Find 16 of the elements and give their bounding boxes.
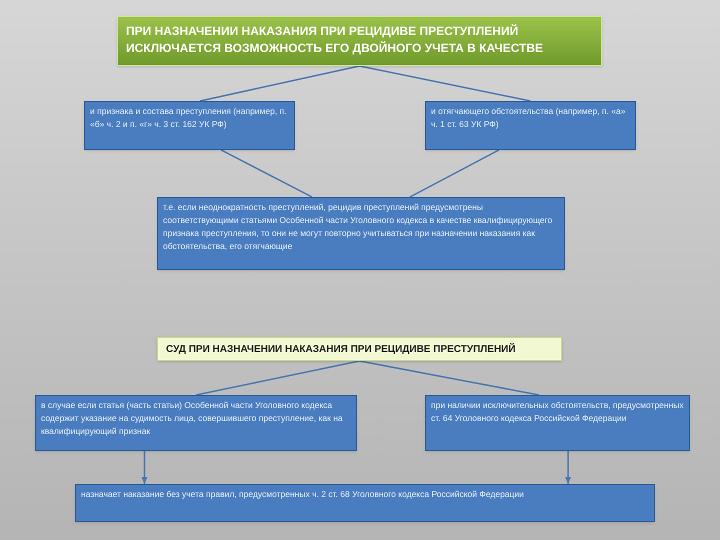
text-box: при наличии исключительных обстоятельств, предусмотренных ст. 64 Уголовного кодекса Российской Федерации bbox=[425, 395, 690, 451]
connector-line bbox=[196, 360, 360, 396]
text-box: ПРИ НАЗНАЧЕНИИ НАКАЗАНИЯ ПРИ РЕЦИДИВЕ ПРЕСТУПЛЕНИЙ ИСКЛЮЧАЕТСЯ ВОЗМОЖНОСТЬ ЕГО ДВОЙНОГО УЧЕТА В КАЧЕСТВЕ bbox=[117, 16, 602, 66]
text-box: и признака и состава преступления (например, п. «б» ч. 2 и п. «г» ч. 3 ст. 162 УК РФ) bbox=[84, 101, 295, 150]
connector-line bbox=[359, 360, 540, 396]
text-box: и отягчающего обстоятельства (например, п. «а» ч. 1 ст. 63 УК РФ) bbox=[425, 101, 636, 150]
connector-line bbox=[410, 149, 500, 198]
connector-line bbox=[200, 65, 360, 102]
connector-line bbox=[359, 65, 531, 102]
text-box: СУД ПРИ НАЗНАЧЕНИИ НАКАЗАНИЯ ПРИ РЕЦИДИВЕ ПРЕСТУПЛЕНИЙ bbox=[157, 337, 562, 361]
connector-line bbox=[220, 149, 312, 198]
text-box: назначает наказание без учета правил, предусмотренных ч. 2 ст. 68 Уголовного кодекса Российской Федерации bbox=[75, 484, 655, 522]
text-box: т.е. если неоднократность преступлений, рецидив преступлений предусмотрены соответствующими статьями Особенной части Уголовного кодекса в качестве квалифицирующего признака преступления, то они не могут повторно учитываться при назначении наказания как обстоятельства, его отягчающие bbox=[157, 197, 565, 270]
connector-line bbox=[141, 451, 148, 484]
connector-line bbox=[565, 451, 572, 484]
text-box: в случае если статья (часть статьи) Особенной части Уголовного кодекса содержит указание на судимость лица, совершившего преступление, как на квалифицирующий признак bbox=[35, 395, 357, 451]
